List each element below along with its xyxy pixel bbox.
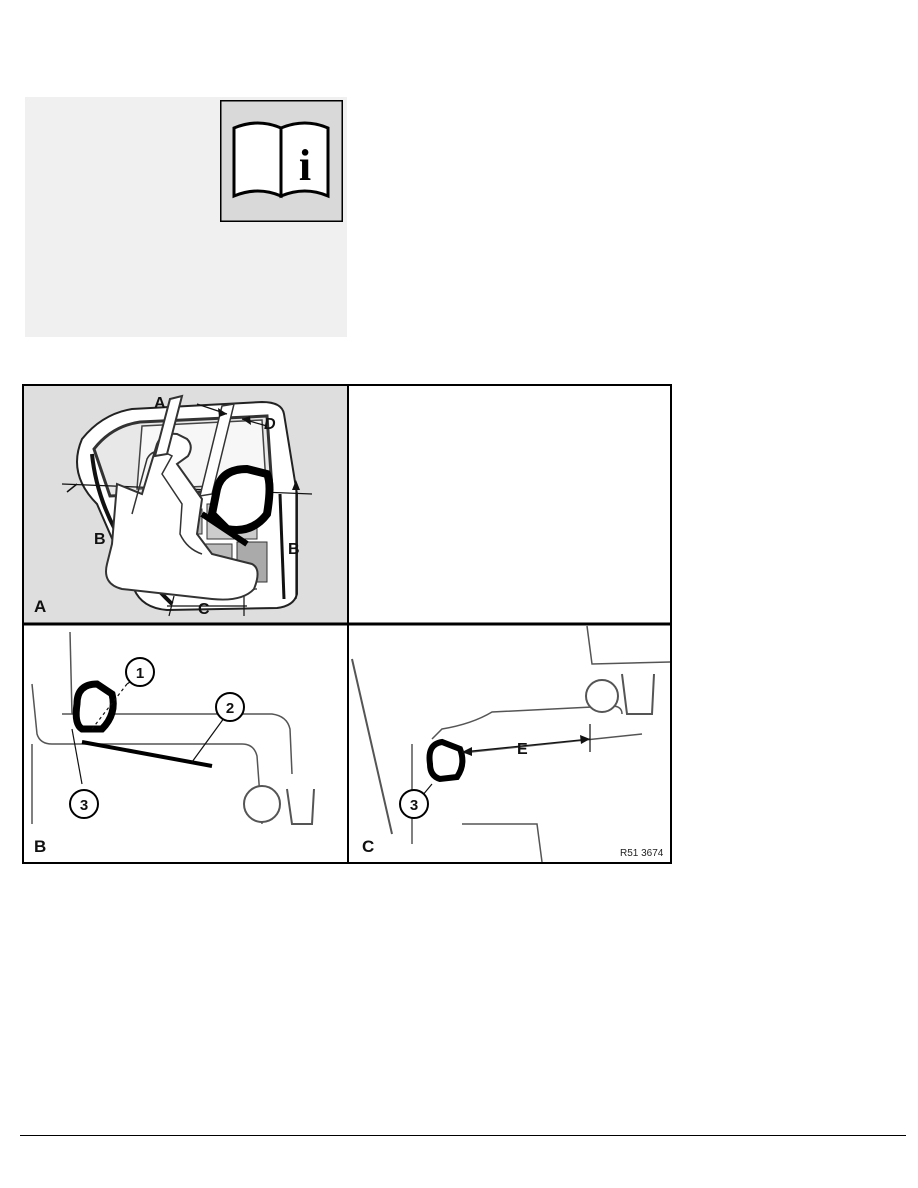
panel-c-dimension-label: E bbox=[517, 741, 528, 758]
panel-b: 1 2 3 B bbox=[31, 631, 315, 856]
info-glyph: i bbox=[299, 141, 311, 190]
overview-label-top: A bbox=[154, 395, 166, 412]
svg-text:3: 3 bbox=[80, 797, 88, 814]
overview-label-left: B bbox=[94, 531, 106, 548]
overview-label-right: B bbox=[288, 541, 300, 558]
callout-1: 1 bbox=[125, 657, 155, 687]
panel-a: D A bbox=[34, 394, 276, 616]
panel-c-letter: C bbox=[362, 837, 374, 856]
manual-info-book-icon: i bbox=[220, 100, 343, 222]
callout-2: 2 bbox=[215, 692, 245, 722]
svg-text:3: 3 bbox=[410, 797, 418, 814]
panel-c: 3 E C R51 3674 bbox=[351, 625, 671, 863]
svg-text:1: 1 bbox=[136, 665, 144, 682]
footer-divider bbox=[20, 1135, 906, 1136]
panel-a-dimension-label: D bbox=[264, 416, 276, 433]
overview-label-bottom: C bbox=[198, 601, 210, 618]
callout-3: 3 bbox=[69, 789, 99, 819]
callout-c-3: 3 bbox=[399, 789, 429, 819]
panel-a-letter: A bbox=[34, 597, 46, 616]
svg-text:2: 2 bbox=[226, 700, 234, 717]
panel-b-letter: B bbox=[34, 837, 46, 856]
door-seal-figure: A B B C D A 1 bbox=[22, 384, 672, 864]
figure-reference-code: R51 3674 bbox=[620, 848, 664, 859]
